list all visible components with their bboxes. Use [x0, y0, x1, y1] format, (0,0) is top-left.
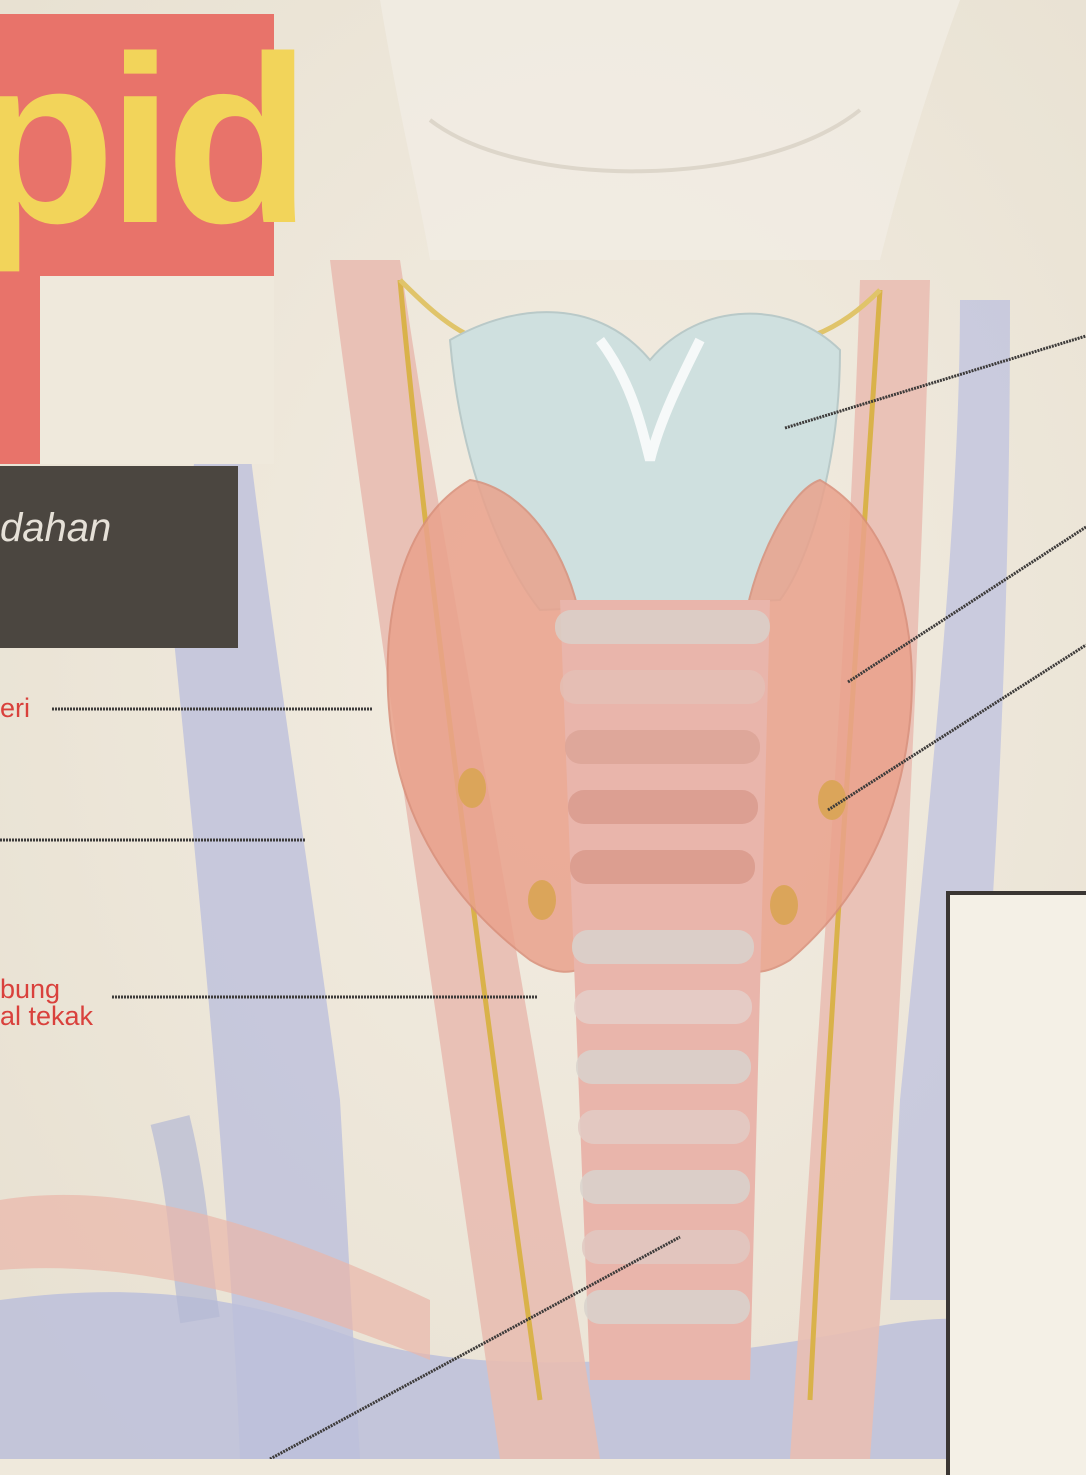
neck-shape — [380, 0, 960, 260]
parathyroid-gland — [528, 880, 556, 920]
label-saluran-line1: bung — [0, 976, 60, 1003]
trachea — [555, 600, 770, 1380]
inset-frame — [946, 891, 1086, 1475]
title-block-notch — [40, 276, 274, 464]
headline-title: pid — [0, 22, 303, 260]
label-arteri: eri — [0, 695, 30, 722]
label-saluran-line2: al tekak — [0, 1003, 93, 1030]
parathyroid-gland — [818, 780, 846, 820]
subtitle-text: dahan — [0, 506, 111, 551]
subtitle-bar: dahan — [0, 466, 238, 648]
parathyroid-gland — [458, 768, 486, 808]
title-block: pid — [0, 14, 274, 464]
parathyroid-gland — [770, 885, 798, 925]
